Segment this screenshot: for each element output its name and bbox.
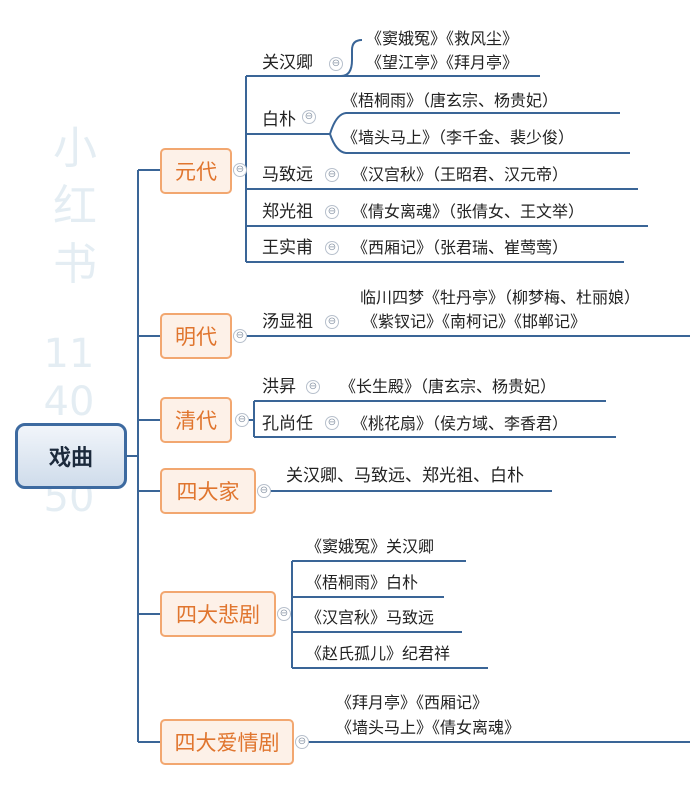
aiqing-line-2[interactable]: 《墙头马上》《倩女离魂》	[336, 718, 521, 737]
ming-tang-works-1[interactable]: 临川四梦《牡丹亭》（柳梦梅、杜丽娘）	[360, 288, 641, 307]
branch-aiqing[interactable]: 四大爱情剧	[160, 719, 294, 765]
ming-tang-name[interactable]: 汤显祖	[262, 312, 313, 332]
branch-qing[interactable]: 清代	[160, 397, 232, 443]
collapse-wang-icon[interactable]: ⊖	[325, 241, 339, 255]
watermark-text: 小红书	[53, 123, 97, 290]
collapse-aiqing-icon[interactable]: ⊖	[295, 735, 309, 749]
yuan-bai-work-1[interactable]: 《梧桐雨》（唐玄宗、杨贵妃）	[342, 91, 559, 110]
collapse-bai-icon[interactable]: ⊖	[302, 110, 316, 124]
yuan-ma-name[interactable]: 马致远	[262, 165, 313, 185]
collapse-beiju-icon[interactable]: ⊖	[277, 607, 291, 621]
yuan-guan-works-2[interactable]: 《望江亭》《拜月亭》	[366, 53, 519, 72]
yuan-ma-work[interactable]: 《汉宫秋》（王昭君、汉元帝）	[352, 165, 569, 184]
root-node[interactable]: 戏曲	[15, 423, 127, 489]
qing-spine	[249, 401, 255, 437]
branch-beiju[interactable]: 四大悲剧	[160, 591, 276, 637]
bai-bracket	[329, 112, 630, 154]
collapse-ma-icon[interactable]: ⊖	[325, 168, 339, 182]
collapse-guan-icon[interactable]: ⊖	[329, 57, 343, 71]
yuan-zheng-name[interactable]: 郑光祖	[262, 202, 313, 222]
qing-kong-name[interactable]: 孔尚任	[262, 414, 313, 434]
collapse-ming-icon[interactable]: ⊖	[233, 329, 247, 343]
collapse-zheng-icon[interactable]: ⊖	[325, 205, 339, 219]
branch-ming[interactable]: 明代	[160, 313, 232, 359]
aiqing-line-1[interactable]: 《拜月亭》《西厢记》	[336, 693, 489, 712]
yuan-bai-work-2[interactable]: 《墙头马上》（李千金、裴少俊）	[342, 128, 575, 147]
qing-hong-work[interactable]: 《长生殿》（唐玄宗、杨贵妃）	[340, 377, 557, 396]
qing-kong-work[interactable]: 《桃花扇》（侯方域、李香君）	[352, 414, 569, 433]
beiju-item-4[interactable]: 《赵氏孤儿》纪君祥	[306, 644, 451, 663]
branch-sidajia[interactable]: 四大家	[160, 468, 256, 514]
guan-works-bracket	[340, 39, 540, 78]
yuan-bai-name[interactable]: 白朴	[262, 110, 296, 130]
qing-hong-name[interactable]: 洪昇	[262, 377, 296, 397]
branch-yuan[interactable]: 元代	[160, 148, 232, 194]
ming-tang-works-2[interactable]: 《紫钗记》《南柯记》《邯郸记》	[362, 312, 587, 331]
collapse-kong-icon[interactable]: ⊖	[325, 416, 339, 430]
beiju-item-2[interactable]: 《梧桐雨》白朴	[306, 573, 419, 592]
collapse-yuan-icon[interactable]: ⊖	[233, 163, 247, 177]
collapse-sidajia-icon[interactable]: ⊖	[257, 484, 271, 498]
beiju-item-3[interactable]: 《汉宫秋》马致远	[306, 608, 435, 627]
yuan-guan-works-1[interactable]: 《窦娥冤》《救风尘》	[366, 29, 519, 48]
collapse-qing-icon[interactable]: ⊖	[235, 413, 249, 427]
collapse-hong-icon[interactable]: ⊖	[306, 380, 320, 394]
collapse-tang-icon[interactable]: ⊖	[325, 315, 339, 329]
yuan-guan-name[interactable]: 关汉卿	[262, 53, 313, 73]
root-trunk	[127, 170, 139, 742]
sidajia-names[interactable]: 关汉卿、马致远、郑光祖、白朴	[286, 466, 524, 486]
yuan-zheng-work[interactable]: 《倩女离魂》（张倩女、王文举）	[352, 202, 585, 221]
beiju-item-1[interactable]: 《窦娥冤》关汉卿	[306, 537, 435, 556]
yuan-wang-work[interactable]: 《西厢记》（张君瑞、崔莺莺）	[352, 238, 569, 257]
yuan-wang-name[interactable]: 王实甫	[262, 238, 313, 258]
